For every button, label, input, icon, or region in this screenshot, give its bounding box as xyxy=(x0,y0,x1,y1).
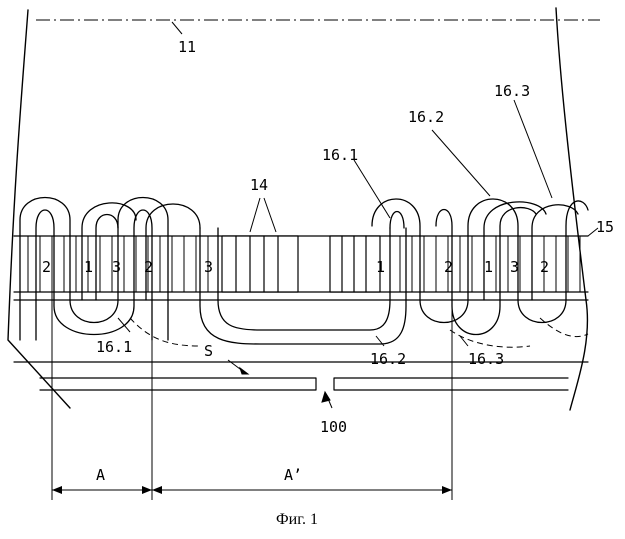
label-ref-14: 14 xyxy=(250,176,268,194)
slot-number: 3 xyxy=(204,258,213,276)
label-wire-16-1-bottom: 16.1 xyxy=(96,338,132,356)
label-wire-16-3-bottom: 16.3 xyxy=(468,350,504,368)
label-gap-100: 100 xyxy=(320,418,347,436)
slot-number: 2 xyxy=(144,258,153,276)
slot-number: 1 xyxy=(84,258,93,276)
slot-number: 3 xyxy=(510,258,519,276)
hidden-lines xyxy=(130,318,588,347)
slot-number: 3 xyxy=(112,258,121,276)
figure-caption: Фиг. 1 xyxy=(276,511,318,528)
label-axis-11: 11 xyxy=(178,38,196,56)
slot-block-14 xyxy=(222,236,380,292)
label-wire-16-2-top: 16.2 xyxy=(408,108,444,126)
label-wire-16-2-bottom: 16.2 xyxy=(370,350,406,368)
label-dim-A: A xyxy=(96,466,105,484)
label-wire-16-1-top: 16.1 xyxy=(322,146,358,164)
slot-number: 1 xyxy=(484,258,493,276)
label-dim-A-prime: A’ xyxy=(284,466,302,484)
slot-number: 1 xyxy=(376,258,385,276)
label-gap-S: S xyxy=(204,342,213,360)
axis-leader-11 xyxy=(172,22,182,34)
slot-number: 2 xyxy=(42,258,51,276)
winding-loops xyxy=(20,198,588,345)
slot-number: 2 xyxy=(444,258,453,276)
stator-core xyxy=(14,236,588,300)
label-wire-16-3-top: 16.3 xyxy=(494,82,530,100)
label-ref-15: 15 xyxy=(596,218,614,236)
slot-number: 2 xyxy=(540,258,549,276)
